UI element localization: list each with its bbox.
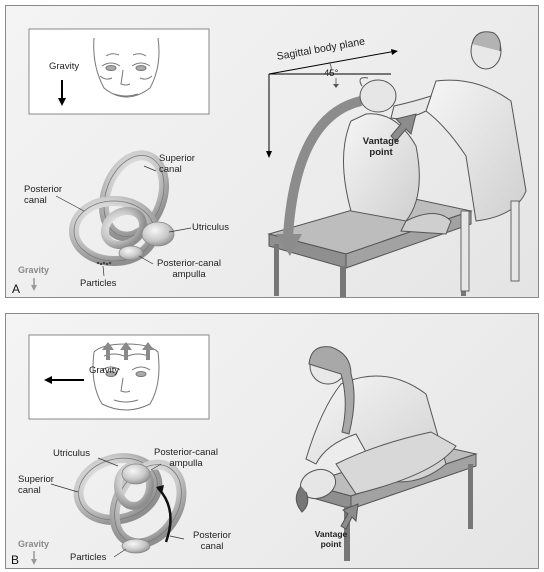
panel-b-illustration [6, 314, 539, 569]
superior-b-line-1: Superior [18, 474, 54, 485]
panel-a-illustration [6, 6, 539, 298]
panel-b: Gravity Vantage point Utriculus Posterio… [5, 313, 539, 569]
vantage-label-b: Vantage point [311, 530, 351, 549]
posterior-canal-label: Posterior canal [24, 184, 62, 206]
ampulla-label: Posterior-canal ampulla [149, 258, 229, 280]
vantage-label-a: Vantage point [361, 136, 401, 158]
gravity-label-b: Gravity [89, 365, 119, 376]
particles-label: Particles [80, 278, 116, 289]
motion-arrows-b [102, 342, 154, 360]
gravity-small-label: Gravity [18, 265, 49, 276]
face-box-b [29, 335, 209, 419]
posterior-canal-line-1: Posterior [24, 184, 62, 195]
superior-b-line-2: canal [18, 485, 54, 496]
posterior-canal-label-b: Posterior canal [182, 530, 242, 552]
ampulla-label-b: Posterior-canal ampulla [146, 447, 226, 469]
utriculus-label-b: Utriculus [53, 448, 90, 459]
posterior-b-line-1: Posterior [182, 530, 242, 541]
posterior-b-line-2: canal [182, 541, 242, 552]
panel-letter-a: A [12, 282, 20, 296]
particles-label-b: Particles [70, 552, 106, 563]
panel-a: Gravity Sagittal body plane 45° Vantage … [5, 5, 539, 298]
utriculus-label: Utriculus [192, 222, 229, 233]
gravity-small-label-b: Gravity [18, 539, 49, 550]
panel-letter-b: B [11, 553, 19, 567]
vantage-b-line-2: point [311, 540, 351, 550]
vantage-line-1: Vantage [361, 136, 401, 147]
ampulla-b-line-2: ampulla [146, 458, 226, 469]
ampulla-b-line-1: Posterior-canal [146, 447, 226, 458]
vantage-line-2: point [361, 147, 401, 158]
superior-canal-line-2: canal [159, 164, 195, 175]
superior-canal-label-b: Superior canal [18, 474, 54, 496]
superior-canal-line-1: Superior [159, 153, 195, 164]
ampulla-line-1: Posterior-canal [149, 258, 229, 269]
ampulla-line-2: ampulla [149, 269, 229, 280]
gravity-label: Gravity [49, 61, 79, 72]
superior-canal-label: Superior canal [159, 153, 195, 175]
posterior-canal-line-2: canal [24, 195, 62, 206]
angle-label: 45° [324, 68, 338, 79]
